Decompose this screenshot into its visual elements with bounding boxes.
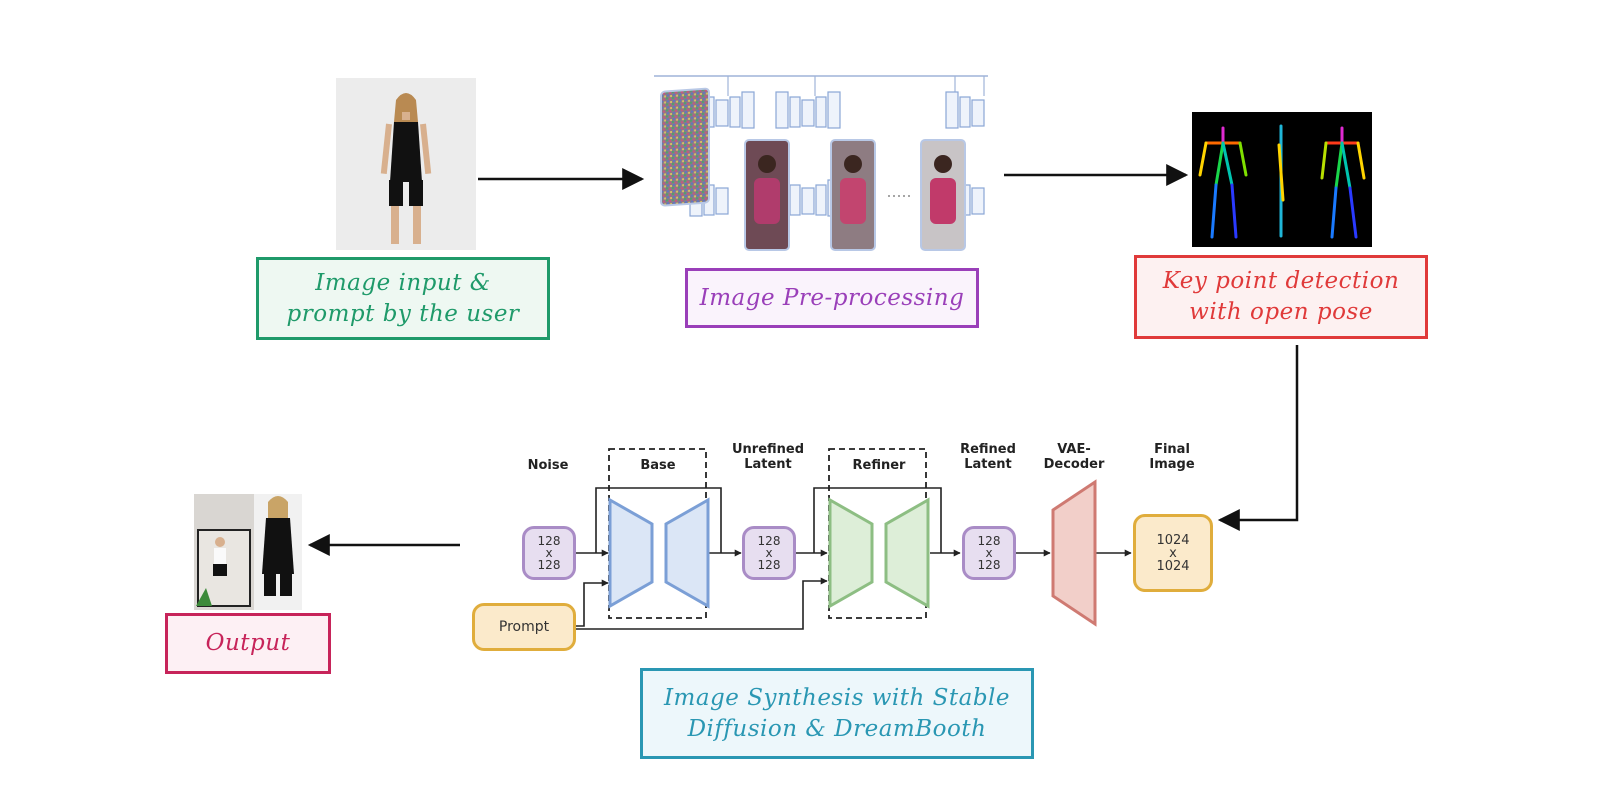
label-line: Refined: [960, 442, 1016, 457]
caption-preprocessing: Image Pre-processing: [685, 268, 979, 328]
caption-line: with open pose: [1189, 299, 1373, 325]
label-vae-decoder: VAE- Decoder: [1036, 442, 1112, 472]
node-line: 128: [757, 534, 781, 548]
node-line: x: [1169, 545, 1177, 561]
caption-line: Key point detection: [1162, 268, 1400, 294]
label-line: Refiner: [852, 458, 906, 473]
label-base: Base: [628, 458, 688, 473]
label-noise: Noise: [518, 458, 578, 473]
base-decoder-shape: [664, 497, 710, 609]
node-final-image: 1024 x 1024: [1133, 514, 1213, 592]
node-line: x: [765, 546, 773, 560]
caption-line: Output: [205, 630, 291, 656]
label-line: Latent: [744, 457, 792, 472]
caption-line: prompt by the user: [286, 300, 520, 327]
person-photo-icon: [336, 78, 476, 250]
label-line: Decoder: [1043, 457, 1105, 472]
node-line: 1024: [1156, 558, 1190, 574]
caption-line: Image Pre-processing: [699, 284, 965, 311]
node-line: x: [545, 546, 553, 560]
arrow-keypoint-to-synthesis: [1217, 345, 1299, 531]
label-refiner: Refiner: [844, 458, 914, 473]
node-line: 1024: [1156, 532, 1190, 548]
base-encoder-shape: [608, 497, 654, 609]
label-line: Image: [1149, 457, 1195, 472]
node-line: 128: [977, 558, 1001, 572]
refiner-encoder-shape: [828, 497, 874, 609]
node-line: x: [985, 546, 993, 560]
openpose-skeleton-icon: [1192, 112, 1372, 247]
synthesis-pipeline: [576, 448, 1132, 630]
node-noise-latent: 128 x 128: [522, 526, 576, 580]
node-line: Prompt: [498, 619, 550, 635]
vae-decoder-shape: [1051, 479, 1097, 627]
caption-line: Image Synthesis with Stable: [663, 684, 1011, 711]
node-line: 128: [977, 534, 1001, 548]
node-prompt: Prompt: [472, 603, 576, 651]
caption-line: Diffusion & DreamBooth: [687, 715, 987, 742]
label-final-image: Final Image: [1134, 442, 1210, 472]
caption-image-synthesis: Image Synthesis with Stable Diffusion & …: [640, 668, 1034, 759]
unet-diffusion-illustration-icon: [654, 75, 988, 251]
node-refined-latent: 128 x 128: [962, 526, 1016, 580]
node-unrefined-latent: 128 x 128: [742, 526, 796, 580]
label-line: Latent: [964, 457, 1012, 472]
node-line: 128: [757, 558, 781, 572]
label-line: Final: [1154, 442, 1190, 457]
node-line: 128: [537, 534, 561, 548]
label-refined-latent: Refined Latent: [950, 442, 1026, 472]
caption-image-input: Image input & prompt by the user: [256, 257, 550, 340]
caption-line: Image input &: [315, 269, 491, 296]
label-line: Unrefined: [731, 442, 805, 457]
output-photo-icon: [194, 494, 302, 610]
label-unrefined-latent: Unrefined Latent: [726, 442, 810, 472]
label-line: VAE-: [1057, 442, 1091, 457]
label-line: Base: [640, 458, 676, 473]
caption-output: Output: [165, 613, 331, 674]
refiner-decoder-shape: [884, 497, 930, 609]
node-line: 128: [537, 558, 561, 572]
caption-keypoint-detection: Key point detection with open pose: [1134, 255, 1428, 339]
label-line: Noise: [527, 458, 569, 473]
